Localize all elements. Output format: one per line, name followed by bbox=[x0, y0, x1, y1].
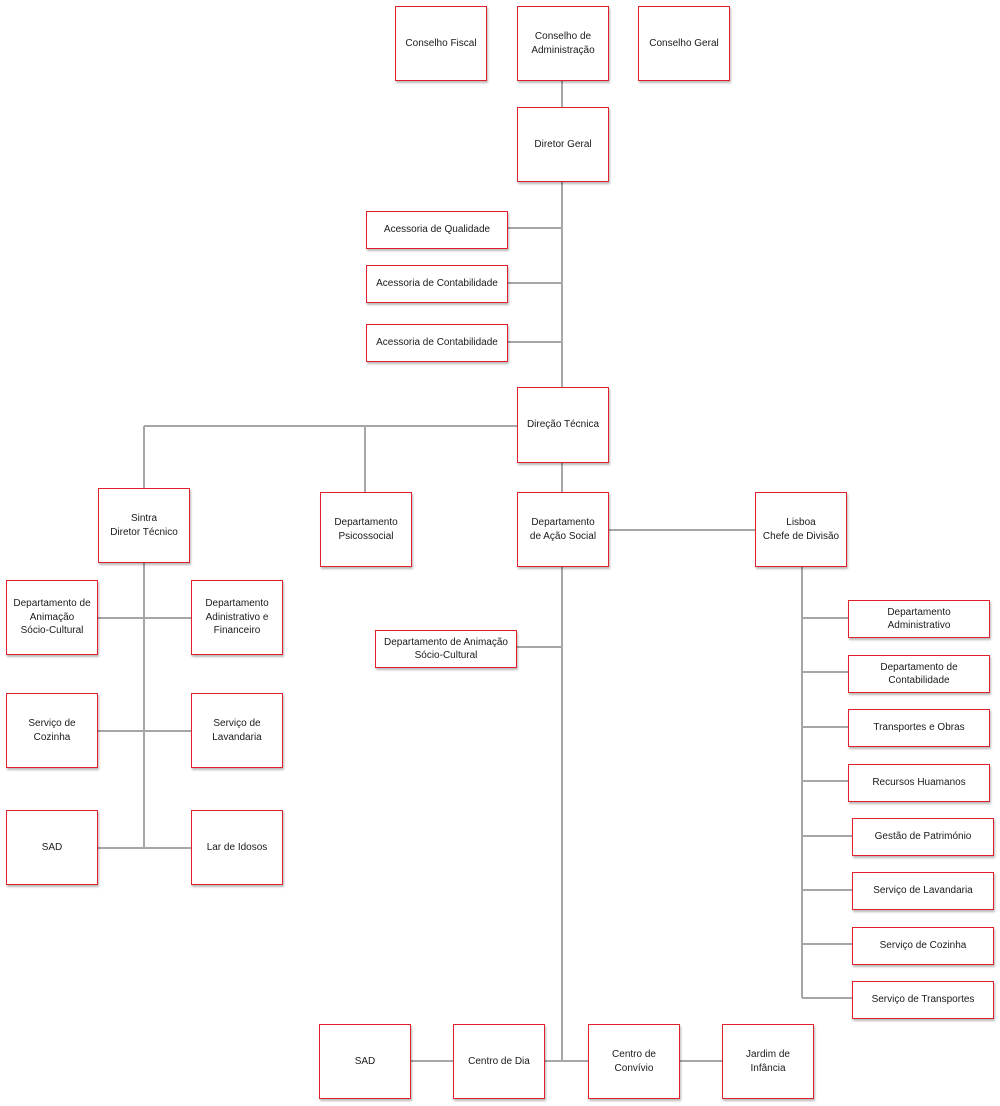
node-label-line: Jardim de bbox=[746, 1049, 790, 1060]
node-label-line: Centro de Dia bbox=[468, 1055, 530, 1067]
node-label-line: Serviço de Transportes bbox=[871, 994, 975, 1006]
node-departamento-acao-social: Departamento de Ação Social bbox=[517, 492, 609, 567]
node-label-line: Financeiro bbox=[213, 625, 261, 637]
node-label-line: SAD bbox=[354, 1055, 376, 1067]
node-label-line: Administrativo bbox=[887, 620, 951, 631]
node-label-line: Administração bbox=[531, 44, 595, 56]
node-label-line: Departamento bbox=[531, 517, 595, 528]
node-conselho-geral: Conselho Geral bbox=[638, 6, 730, 81]
node-label-line: Infância bbox=[750, 1062, 786, 1074]
node-sintra-servico-lavandaria: Serviço de Lavandaria bbox=[191, 693, 283, 768]
node-label-line: Conselho Fiscal bbox=[405, 37, 477, 49]
node-label-line: Departamento bbox=[205, 598, 269, 610]
node-label-line: Serviço de bbox=[213, 718, 261, 729]
node-acao-centro-convivio: Centro de Convívio bbox=[588, 1024, 680, 1099]
node-label-line: Conselho Geral bbox=[649, 37, 719, 49]
node-acao-jardim-infancia: Jardim de Infância bbox=[722, 1024, 814, 1099]
node-label-line: Acessoria de Qualidade bbox=[383, 224, 491, 236]
node-label-line: Cozinha bbox=[33, 731, 71, 743]
node-label-line: Serviço de Lavandaria bbox=[873, 885, 973, 897]
node-sintra-sad: SAD bbox=[6, 810, 98, 885]
node-label-line: Chefe de Divisão bbox=[762, 530, 840, 542]
node-sintra-servico-cozinha: Serviço de Cozinha bbox=[6, 693, 98, 768]
node-label-line: Diretor Geral bbox=[534, 138, 592, 150]
node-label-line: Lisboa bbox=[786, 517, 816, 528]
node-label-line: Conselho de bbox=[534, 31, 592, 42]
node-label-line: Psicossocial bbox=[338, 530, 394, 542]
node-conselho-administracao: Conselho de Administração bbox=[517, 6, 609, 81]
node-label-line: Gestão de Património bbox=[874, 831, 972, 843]
node-direcao-tecnica: Direção Técnica bbox=[517, 387, 609, 463]
node-sintra-lar-idosos: Lar de Idosos bbox=[191, 810, 283, 885]
node-lisboa-recursos-humanos: Recursos Huamanos bbox=[848, 764, 990, 802]
node-label-line: Direção Técnica bbox=[526, 419, 600, 431]
node-label-line: Animação bbox=[29, 611, 75, 623]
node-label-line: Departamento de bbox=[880, 661, 958, 673]
node-label-line: Lar de Idosos bbox=[206, 841, 268, 853]
node-label-line: Serviço de Cozinha bbox=[879, 940, 967, 952]
node-acessoria-contabilidade-2: Acessoria de Contabilidade bbox=[366, 324, 508, 362]
node-label-line: Centro de bbox=[612, 1049, 656, 1060]
node-lisboa-departamento-contabilidade: Departamento de Contabilidade bbox=[848, 655, 990, 693]
node-label-line: Departamento de bbox=[13, 598, 91, 610]
node-label-line: Departamento de Animação bbox=[384, 636, 508, 648]
node-acessoria-contabilidade-1: Acessoria de Contabilidade bbox=[366, 265, 508, 303]
node-label-line: Departamento bbox=[887, 606, 951, 618]
node-label-line: Serviço de bbox=[28, 718, 76, 729]
node-acessoria-qualidade: Acessoria de Qualidade bbox=[366, 211, 508, 249]
node-lisboa-gestao-patrimonio: Gestão de Património bbox=[852, 818, 994, 856]
node-label-line: Acessoria de Contabilidade bbox=[376, 337, 498, 349]
node-lisboa-servico-lavandaria: Serviço de Lavandaria bbox=[852, 872, 994, 910]
node-conselho-fiscal: Conselho Fiscal bbox=[395, 6, 487, 81]
node-acao-centro-dia: Centro de Dia bbox=[453, 1024, 545, 1099]
node-label-line: Lavandaria bbox=[212, 731, 262, 743]
node-acao-sad: SAD bbox=[319, 1024, 411, 1099]
node-lisboa-servico-transportes: Serviço de Transportes bbox=[852, 981, 994, 1019]
node-label-line: Sócio-Cultural bbox=[20, 625, 84, 637]
node-label-line: Adinistrativo e bbox=[205, 611, 269, 623]
node-label-line: Diretor Técnico bbox=[110, 526, 178, 538]
node-label-line: Transportes e Obras bbox=[873, 722, 965, 734]
node-label-line: SAD bbox=[41, 841, 63, 853]
node-lisboa-servico-cozinha: Serviço de Cozinha bbox=[852, 927, 994, 965]
node-label-line: Departamento bbox=[334, 517, 398, 528]
node-label-line: de Ação Social bbox=[529, 530, 597, 542]
node-label-line: Convívio bbox=[614, 1062, 654, 1074]
node-label-line: Acessoria de Contabilidade bbox=[376, 278, 498, 290]
node-label-line: Contabilidade bbox=[888, 675, 950, 686]
node-label-line: Recursos Huamanos bbox=[872, 777, 966, 789]
node-diretor-geral: Diretor Geral bbox=[517, 107, 609, 182]
node-lisboa-transportes-obras: Transportes e Obras bbox=[848, 709, 990, 747]
node-label-line: Sintra bbox=[130, 513, 158, 524]
node-label-line: Sócio-Cultural bbox=[414, 650, 478, 661]
